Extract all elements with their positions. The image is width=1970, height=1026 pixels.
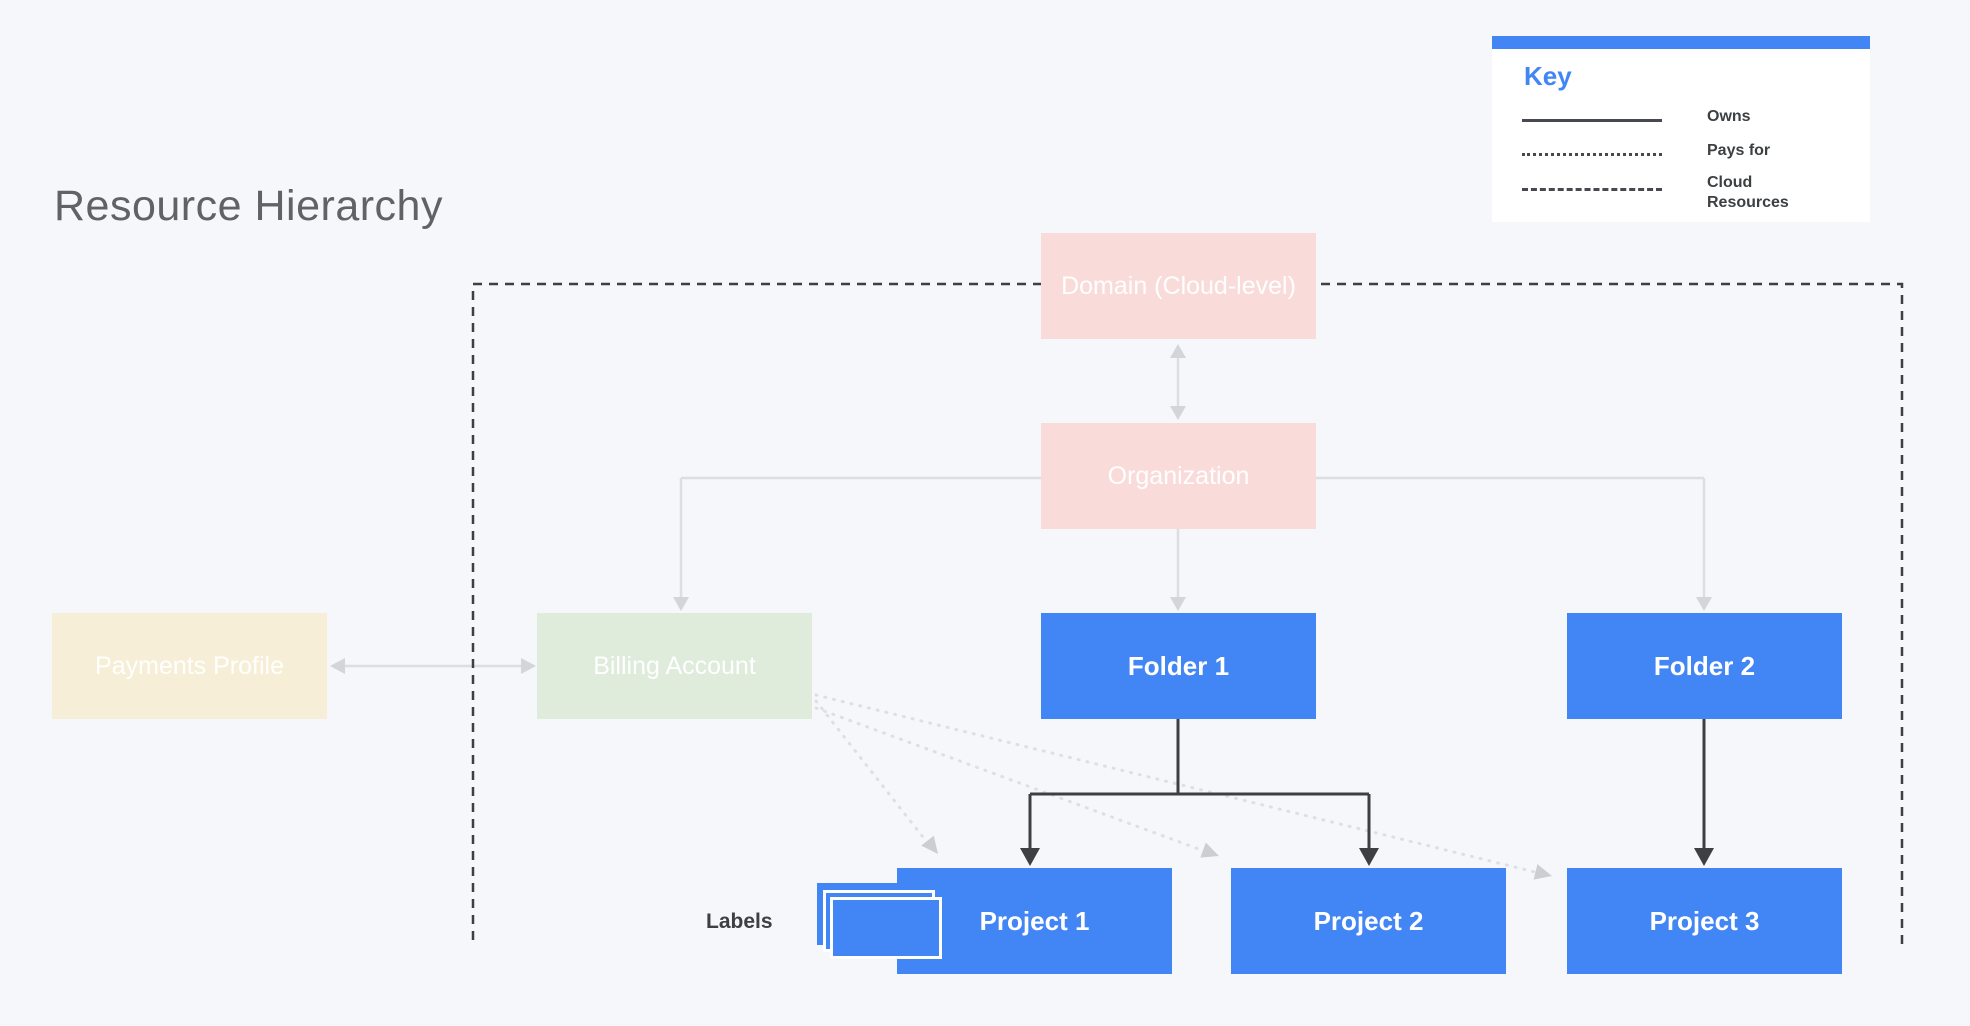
node-project-1: Project 1 — [897, 868, 1172, 974]
pays-for-dotted-connectors — [814, 693, 1552, 880]
legend-label-cloud-resources: Cloud Resources — [1707, 174, 1789, 211]
arrowhead-dark-project2 — [1359, 848, 1379, 866]
legend-dotted-line-sample — [1522, 153, 1662, 156]
legend-accent-bar — [1492, 36, 1870, 49]
arrowhead-dotted-project3 — [1533, 864, 1552, 880]
node-domain: Domain (Cloud-level) — [1041, 233, 1316, 339]
legend-solid-line-sample — [1522, 119, 1662, 122]
node-project-3: Project 3 — [1567, 868, 1842, 974]
node-payments-profile: Payments Profile — [52, 613, 327, 719]
billing-project3-dotted — [814, 693, 1537, 874]
arrowhead-dark-project1 — [1020, 848, 1040, 866]
legend-label-owns: Owns — [1707, 108, 1751, 125]
node-organization: Organization — [1041, 423, 1316, 529]
labels-caption: Labels — [706, 910, 773, 933]
node-folder-1: Folder 1 — [1041, 613, 1316, 719]
arrowhead-down-organization — [1170, 406, 1186, 420]
legend-body: Key Owns Pays for Cloud Resources — [1492, 49, 1870, 222]
node-billing-account: Billing Account — [537, 613, 812, 719]
arrowhead-left-payments — [330, 658, 345, 674]
arrowhead-up-domain — [1170, 344, 1186, 358]
legend-panel: Key Owns Pays for Cloud Resources — [1492, 36, 1870, 222]
arrowhead-dotted-project1 — [921, 835, 938, 854]
labels-icon-card-front — [830, 897, 942, 959]
arrowhead-down-folder2 — [1696, 597, 1712, 611]
node-project-2: Project 2 — [1231, 868, 1506, 974]
arrowhead-right-billing — [521, 658, 536, 674]
arrowhead-down-folder1 — [1170, 597, 1186, 611]
page-title: Resource Hierarchy — [54, 182, 443, 230]
billing-project2-dotted — [814, 706, 1206, 853]
cloud-resources-boundary — [471, 282, 1904, 950]
legend-title: Key — [1524, 61, 1572, 91]
arrowhead-down-billing — [673, 597, 689, 611]
billing-project1-dotted — [814, 699, 928, 843]
node-folder-2: Folder 2 — [1567, 613, 1842, 719]
legend-label-pays-for: Pays for — [1707, 142, 1771, 159]
owns-connectors-dark — [1020, 719, 1714, 866]
legend-dashed-line-sample — [1522, 188, 1662, 191]
folder1-projects-tree — [1028, 719, 1371, 850]
arrowhead-dark-project3 — [1694, 848, 1714, 866]
arrowhead-dotted-project2 — [1200, 842, 1219, 858]
